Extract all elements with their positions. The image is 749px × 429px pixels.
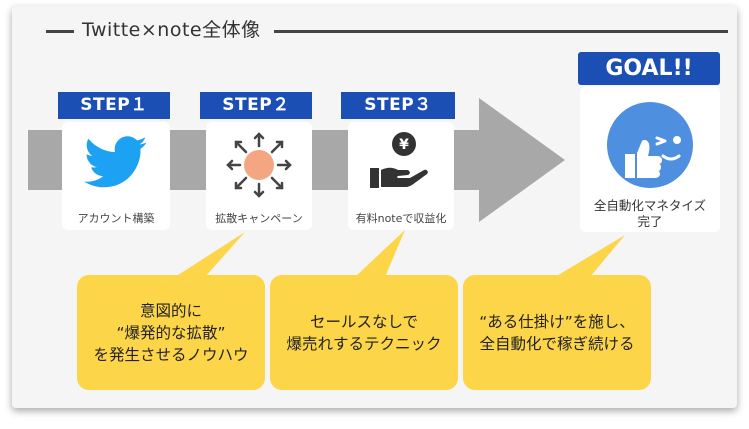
diagram-title: Twitte×note全体像 [82, 19, 261, 41]
bubble-1-tail [175, 232, 245, 277]
bubble-3-line-2: 全自動化で稼ぎ続ける [479, 334, 635, 353]
goal-badge: GOAL!! [578, 52, 720, 85]
bubble-1-line-3: を発生させるノウハウ [93, 345, 249, 364]
bubble-3-tail [555, 235, 625, 277]
bubble-goal: “ある仕掛け”を施し、 全自動化で稼ぎ続ける [463, 275, 651, 390]
goal-caption: 全自動化マネタイズ 完了 [580, 198, 720, 230]
bubble-2-tail [355, 230, 405, 277]
bubble-1-line-2: “爆発的な拡散” [116, 323, 226, 342]
goal-caption-line-1: 全自動化マネタイズ [593, 198, 707, 213]
bubble-step-2: セールスなしで 爆売れするテクニック [270, 275, 458, 390]
step-2-badge: STEP２ [200, 92, 312, 119]
step-3-badge: STEP３ [341, 92, 455, 119]
thumbs-up-wink-face-icon [607, 102, 693, 188]
flow-arrow-head [455, 98, 565, 222]
step-1-caption: アカウント構築 [77, 212, 155, 225]
bubble-3-line-1: “ある仕掛け”を施し、 [479, 312, 635, 331]
flow-bar-segment [311, 130, 349, 190]
step-3-caption: 有料noteで収益化 [355, 212, 447, 225]
title-rule-right [274, 30, 728, 33]
bubble-step-1: 意図的に “爆発的な拡散” を発生させるノウハウ [77, 275, 265, 390]
bubble-2-line-1: セールスなしで [309, 312, 419, 331]
step-2-caption: 拡散キャンペーン [215, 212, 303, 225]
step-1-card: アカウント構築 [62, 122, 170, 230]
hand-yen-coin-icon: ¥ [370, 132, 428, 188]
flow-bar-segment [28, 130, 62, 190]
step-3-card: ¥ 有料noteで収益化 [348, 122, 454, 230]
spread-burst-icon [226, 132, 292, 198]
svg-text:¥: ¥ [399, 137, 409, 153]
step-1-badge: STEP１ [58, 92, 170, 119]
flow-bar-segment [170, 130, 208, 190]
bubble-2-line-2: 爆売れするテクニック [286, 334, 442, 353]
step-2-card: 拡散キャンペーン [206, 122, 312, 230]
bubble-1-line-1: 意図的に [139, 301, 202, 320]
title-rule-left [46, 30, 74, 33]
twitter-bird-icon [84, 136, 147, 188]
goal-card: 全自動化マネタイズ 完了 [580, 86, 720, 232]
goal-caption-line-2: 完了 [637, 214, 663, 229]
